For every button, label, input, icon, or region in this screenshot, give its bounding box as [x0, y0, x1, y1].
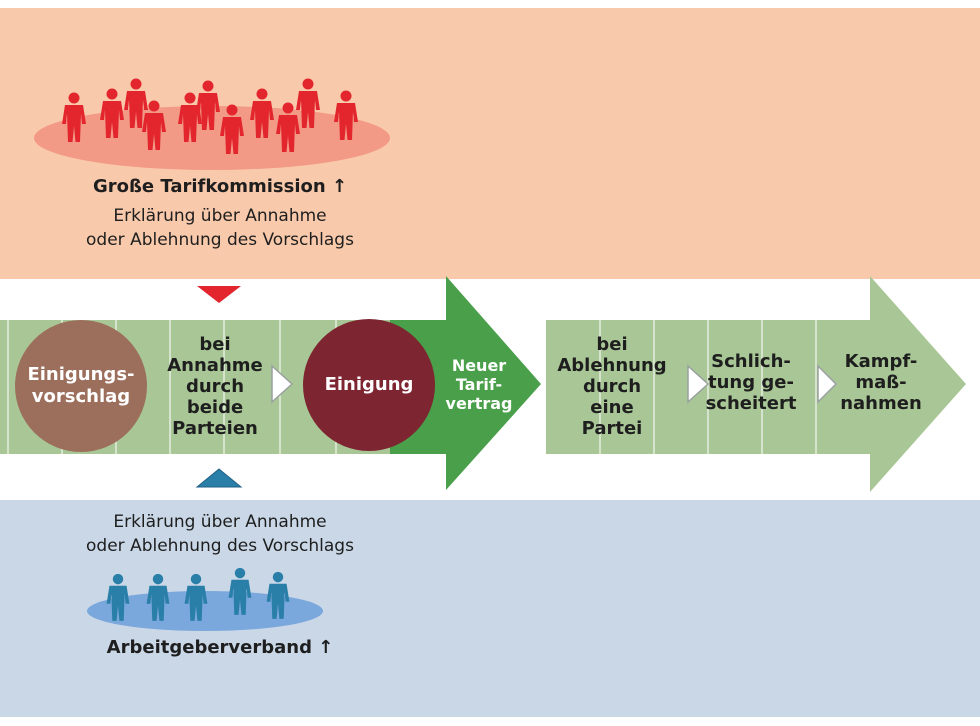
union-group-ellipse — [34, 106, 390, 170]
person-icon — [334, 90, 358, 140]
person-icon — [184, 573, 208, 621]
industrial-action-label: Kampf- maß- nahmen — [840, 350, 922, 414]
employer-title: Arbeitgeberverband ↑ — [106, 637, 334, 658]
person-icon — [250, 88, 274, 138]
acceptance-label: bei Annahme durch beide Parteien — [167, 333, 263, 439]
union-marker-triangle — [197, 286, 241, 303]
person-icon — [220, 104, 244, 154]
person-icon — [296, 78, 320, 128]
employer-desc-line2: oder Ablehnung des Vorschlags — [86, 536, 354, 556]
chevron-right-icon — [271, 364, 294, 404]
union-desc-line2: oder Ablehnung des Vorschlags — [86, 230, 354, 250]
rejection-label: bei Ablehnung durch eine Partei — [557, 333, 667, 439]
person-icon — [178, 92, 202, 142]
person-icon — [100, 88, 124, 138]
person-icon — [276, 102, 300, 152]
new-contract-label: Neuer Tarif- vertrag — [445, 355, 513, 413]
employer-marker-triangle — [195, 468, 243, 488]
proposal-circle — [15, 320, 147, 452]
union-title: Große Tarifkommission ↑ — [92, 176, 348, 197]
person-icon — [196, 80, 220, 130]
chevron-right-icon — [817, 364, 838, 404]
union-figures — [62, 78, 358, 154]
person-icon — [124, 78, 148, 128]
person-icon — [62, 92, 86, 142]
arbitration-failed-label: Schlich- tung ge- scheitert — [705, 350, 797, 414]
employer-figures — [106, 567, 290, 621]
agreement-label: Einigung — [324, 374, 414, 395]
person-icon — [106, 573, 130, 621]
proposal-label: Einigungs- vorschlag — [27, 364, 135, 407]
flow-dividers-right — [599, 320, 817, 454]
employer-desc-line1: Erklärung über Annahme — [113, 512, 327, 532]
union-desc-line1: Erklärung über Annahme — [113, 206, 327, 226]
escalation-arrow — [870, 276, 966, 492]
chevron-right-icon — [687, 364, 710, 404]
new-contract-arrow — [446, 276, 541, 490]
person-icon — [228, 567, 252, 615]
agreement-circle — [303, 319, 435, 451]
person-icon — [146, 573, 170, 621]
person-icon — [142, 100, 166, 150]
person-icon — [266, 571, 290, 619]
employer-group-ellipse — [87, 591, 323, 631]
